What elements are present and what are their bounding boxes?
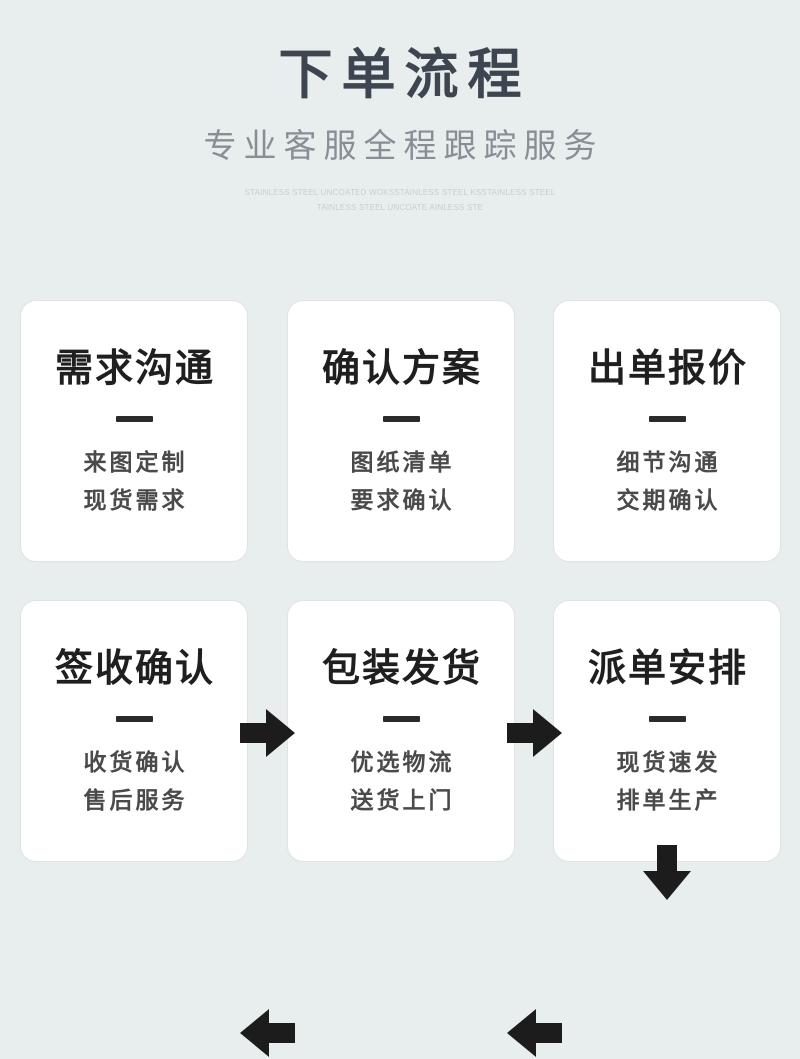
flow-step-line-2: 交期确认 <box>616 488 721 513</box>
flow-step-line-1: 细节沟通 <box>616 450 721 475</box>
english-line-1: STAINLESS STEEL UNCOATED WOKSSTAINLESS S… <box>244 188 556 197</box>
flow-step-title: 包装发货 <box>321 648 482 690</box>
flow-step-line-2: 要求确认 <box>350 488 455 513</box>
arrow-right-icon <box>507 707 563 759</box>
english-decoration-text: STAINLESS STEEL UNCOATED WOKSSTAINLESS S… <box>0 185 800 215</box>
divider-dash <box>382 416 420 422</box>
flow-step-line-2: 排单生产 <box>616 788 721 813</box>
flow-step-line-1: 图纸清单 <box>350 450 455 475</box>
divider-dash <box>115 416 153 422</box>
flow-step-line-1: 现货速发 <box>616 750 721 775</box>
divider-dash <box>382 716 420 722</box>
flow-step-line-2: 售后服务 <box>83 788 188 813</box>
arrow-left-icon <box>507 1007 563 1059</box>
flow-step-title: 签收确认 <box>54 648 215 690</box>
flow-step-line-1: 来图定制 <box>83 450 188 475</box>
flow-step-title: 需求沟通 <box>54 348 215 390</box>
flow-step-card-5[interactable]: 包装发货 优选物流 送货上门 <box>287 600 515 862</box>
flow-step-line-2: 现货需求 <box>83 488 188 513</box>
page-header: 下单流程 专业客服全程跟踪服务 STAINLESS STEEL UNCOATED… <box>0 0 800 215</box>
flow-step-card-4[interactable]: 签收确认 收货确认 售后服务 <box>20 600 248 862</box>
flow-step-card-3[interactable]: 出单报价 细节沟通 交期确认 <box>553 300 781 562</box>
flow-step-title: 出单报价 <box>587 348 748 390</box>
arrow-right-icon <box>240 707 296 759</box>
flow-step-card-6[interactable]: 派单安排 现货速发 排单生产 <box>553 600 781 862</box>
divider-dash <box>648 416 686 422</box>
flow-step-card-1[interactable]: 需求沟通 来图定制 现货需求 <box>20 300 248 562</box>
process-flow-diagram: 需求沟通 来图定制 现货需求 确认方案 图纸清单 要求确认 出单报价 细节沟通 … <box>0 300 800 1057</box>
flow-step-title: 确认方案 <box>321 348 482 390</box>
page-title: 下单流程 <box>278 45 531 105</box>
flow-step-title: 派单安排 <box>587 648 748 690</box>
flow-step-line-2: 送货上门 <box>350 788 455 813</box>
page-subtitle: 专业客服全程跟踪服务 <box>203 129 604 165</box>
english-line-2: TAINLESS STEEL UNCOATE AINLESS STE <box>316 203 484 212</box>
arrow-left-icon <box>240 1007 296 1059</box>
flow-step-line-1: 收货确认 <box>83 750 188 775</box>
flow-step-card-2[interactable]: 确认方案 图纸清单 要求确认 <box>287 300 515 562</box>
divider-dash <box>115 716 153 722</box>
divider-dash <box>648 716 686 722</box>
arrow-down-icon <box>641 845 693 901</box>
flow-step-line-1: 优选物流 <box>350 750 455 775</box>
